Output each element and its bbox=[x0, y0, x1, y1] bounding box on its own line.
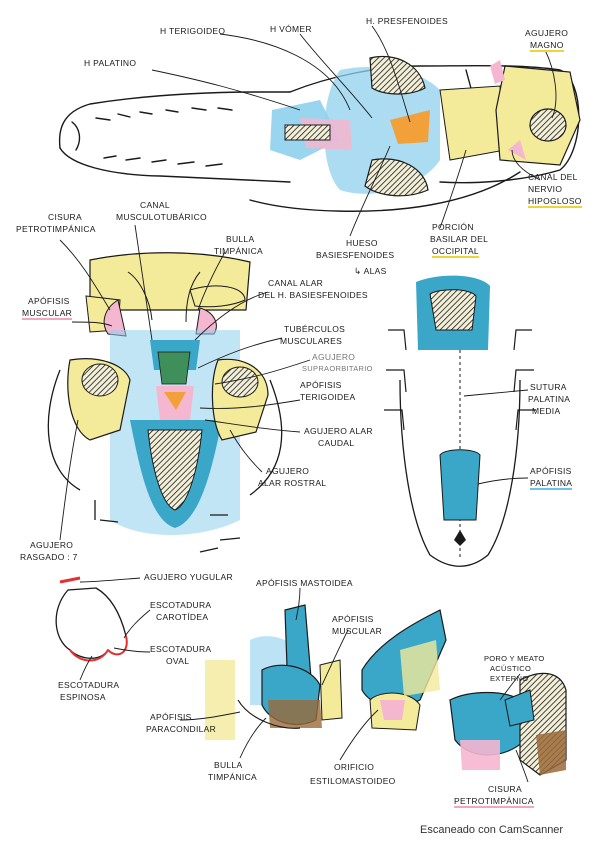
petrous-bone bbox=[55, 576, 128, 662]
label-sutura-2: PALATINA bbox=[528, 394, 571, 404]
label-escotadura-esp-2: ESPINOSA bbox=[60, 692, 106, 702]
label-canal-alar-1: CANAL ALAR bbox=[268, 278, 324, 288]
label-apofisis-pal-1: APÓFISIS bbox=[530, 466, 572, 476]
top-skull-colors bbox=[270, 56, 581, 197]
label-bulla-b-2: TIMPÁNICA bbox=[208, 772, 257, 782]
label-canal-alar-2: DEL H. BASIESFENOIDES bbox=[258, 290, 368, 300]
label-h-presfenoides: H. PRESFENOIDES bbox=[366, 16, 448, 26]
label-porcion-1: PORCIÓN bbox=[432, 222, 474, 232]
label-apofisis-pal-2: PALATINA bbox=[530, 478, 573, 490]
label-canal-nervio-3: HIPOGLOSO bbox=[528, 196, 582, 208]
label-agujero-alar-r-2: ALAR ROSTRAL bbox=[258, 478, 327, 488]
label-alas: ↳ ALAS bbox=[354, 266, 387, 276]
label-porcion-3: OCCIPITAL bbox=[432, 246, 479, 258]
label-escotadura-car-1: ESCOTADURA bbox=[150, 600, 212, 610]
label-h-vomer: H VÓMER bbox=[270, 24, 312, 34]
palate-skull bbox=[384, 275, 536, 567]
bottom-leaders bbox=[179, 587, 529, 783]
label-bulla-b-1: BULLA bbox=[214, 760, 243, 770]
label-agujero-yugular: AGUJERO YUGULAR bbox=[144, 572, 233, 582]
label-agujero-magno-1: AGUJERO bbox=[525, 28, 569, 38]
label-canal-nervio-2: NERVIO bbox=[528, 184, 563, 194]
label-apofisis-ter-2: TERIGOIDEA bbox=[300, 392, 356, 402]
label-orificio-1: ORIFICIO bbox=[334, 762, 375, 772]
label-canal-nervio-1: CANAL DEL bbox=[528, 172, 578, 182]
label-agujero-alar-c-2: CAUDAL bbox=[318, 438, 355, 448]
label-escotadura-esp-1: ESCOTADURA bbox=[58, 680, 120, 690]
label-agujero-rasgado-1: AGUJERO bbox=[30, 540, 74, 550]
label-apofisis-musc-b-2: MUSCULAR bbox=[332, 626, 383, 636]
label-h-terigoideo: H TERIGOIDEO bbox=[160, 26, 226, 36]
label-hueso-basi-1: HUESO bbox=[346, 238, 378, 248]
label-tuberculos-2: MUSCULARES bbox=[280, 336, 343, 346]
ventral-skull bbox=[47, 252, 283, 553]
label-canal-musc-2: MUSCULOTUBÁRICO bbox=[116, 212, 207, 222]
label-apofisis-para-2: PARACONDILAR bbox=[146, 724, 217, 734]
label-apofisis-ter-1: APÓFISIS bbox=[300, 380, 342, 390]
label-sutura-3: MEDIA bbox=[532, 406, 561, 416]
label-agujero-rasgado-2: RASGADO : 7 bbox=[20, 552, 78, 562]
label-agujero-supra-2: SUPRAORBITARIO bbox=[302, 364, 373, 373]
label-apofisis-mastoidea: APÓFISIS MASTOIDEA bbox=[256, 578, 353, 588]
label-cisura-b-1: CISURA bbox=[488, 784, 522, 794]
label-cisura-b-2: PETROTIMPÁNICA bbox=[454, 796, 534, 808]
watermark: Escaneado con CamScanner bbox=[420, 824, 564, 836]
label-bulla-1: BULLA bbox=[226, 234, 255, 244]
label-porcion-2: BASILAR DEL bbox=[430, 234, 489, 244]
label-cisura-pt-2: PETROTIMPÁNICA bbox=[16, 224, 96, 234]
ventral-leaders bbox=[59, 224, 311, 541]
label-cisura-pt-1: CISURA bbox=[48, 212, 82, 222]
label-agujero-magno-2: MAGNO bbox=[530, 40, 564, 52]
label-sutura-1: SUTURA bbox=[530, 382, 567, 392]
label-hueso-basi-2: BASIESFENOIDES bbox=[316, 250, 395, 260]
bottom-skulls bbox=[205, 604, 567, 776]
label-poro-2: ACÚSTICO bbox=[490, 664, 532, 673]
palate-leaders bbox=[463, 389, 529, 485]
label-escotadura-car-2: CAROTÍDEA bbox=[156, 612, 209, 622]
label-canal-musc-1: CANAL bbox=[140, 200, 170, 210]
label-apofisis-musc-b-1: APÓFISIS bbox=[332, 614, 374, 624]
label-agujero-supra-1: AGUJERO bbox=[312, 352, 356, 362]
label-apofisis-musc-1: APÓFISIS bbox=[28, 296, 70, 306]
petrous-leaders bbox=[79, 577, 151, 681]
label-escotadura-oval-1: ESCOTADURA bbox=[150, 644, 212, 654]
label-agujero-alar-c-1: AGUJERO ALAR bbox=[304, 426, 373, 436]
label-h-palatino: H PALATINO bbox=[84, 58, 137, 68]
label-bulla-2: TIMPÁNICA bbox=[214, 246, 263, 256]
top-leaders bbox=[151, 25, 557, 237]
label-poro-1: PORO Y MEATO bbox=[484, 654, 545, 663]
label-escotadura-oval-2: OVAL bbox=[166, 656, 190, 666]
label-apofisis-musc-2: MUSCULAR bbox=[22, 308, 73, 320]
label-tuberculos-1: TUBÉRCULOS bbox=[284, 324, 346, 334]
label-orificio-2: ESTILOMASTOIDEO bbox=[310, 776, 396, 786]
label-agujero-alar-r-1: AGUJERO bbox=[266, 466, 310, 476]
label-poro-3: EXTERNO bbox=[490, 674, 529, 683]
label-apofisis-para-1: APÓFISIS bbox=[150, 712, 192, 722]
